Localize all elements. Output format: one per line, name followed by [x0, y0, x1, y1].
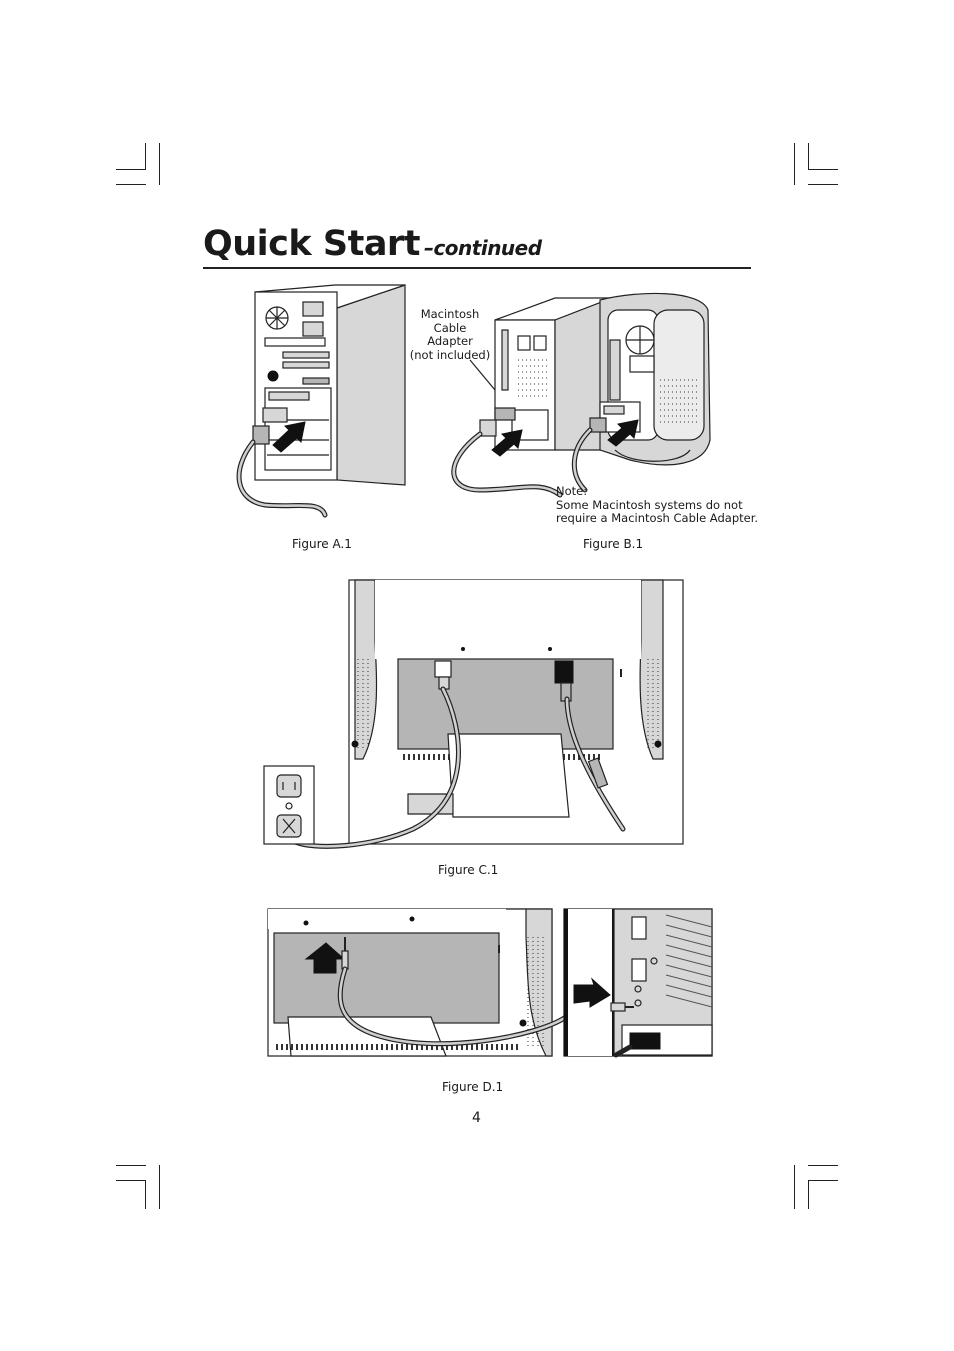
- figure-b1-illustration: [451, 292, 711, 498]
- page-number: 4: [472, 1110, 481, 1126]
- note-text-line: require a Macintosh Cable Adapter.: [556, 511, 759, 525]
- figure-d1-illustration: [267, 908, 713, 1058]
- figure-c1-caption: Figure C.1: [438, 863, 499, 877]
- page-title-suffix: –continued: [423, 236, 542, 260]
- page-title: Quick Start–continued: [203, 222, 542, 270]
- note-text-line: Some Macintosh systems do not: [556, 497, 743, 512]
- figure-b1-caption: Figure B.1: [583, 537, 644, 551]
- note: Note: Some Macintosh systems do not requ…: [556, 484, 759, 526]
- adapter-label-line: Macintosh: [420, 307, 480, 321]
- note-heading: Note:: [556, 484, 588, 498]
- page-title-main: Quick Start: [203, 224, 420, 264]
- figure-a1-illustration: [236, 284, 406, 518]
- figure-a1-caption: Figure A.1: [292, 537, 352, 551]
- figure-d1-caption: Figure D.1: [442, 1080, 504, 1094]
- adapter-label-line: Cable: [433, 320, 467, 335]
- adapter-label-line: Adapter: [427, 334, 473, 348]
- figure-c1-illustration: [263, 579, 684, 849]
- title-rule: [203, 267, 751, 269]
- adapter-label-line: (not included): [409, 347, 491, 362]
- adapter-label: Macintosh Cable Adapter (not included): [408, 307, 492, 362]
